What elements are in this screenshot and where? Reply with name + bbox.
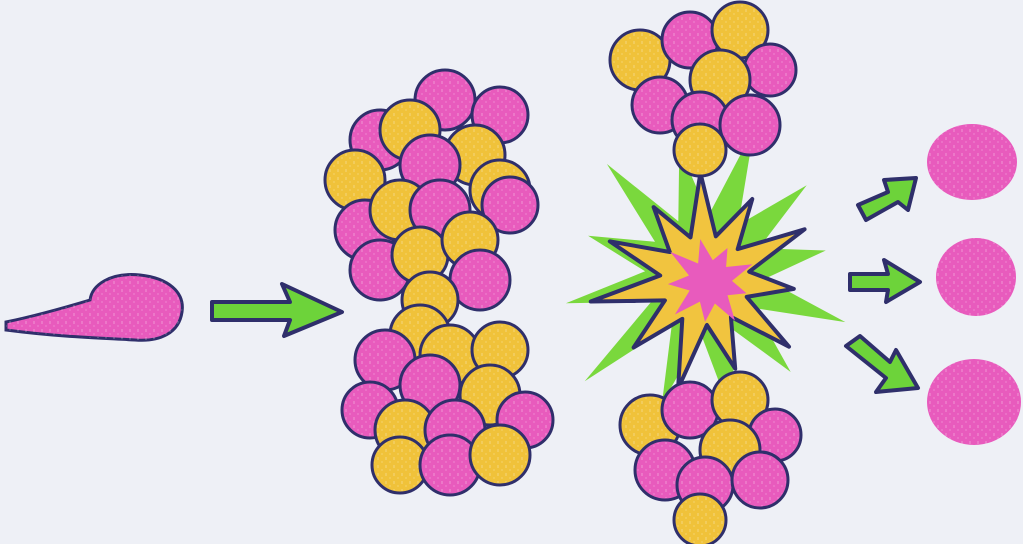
right-arrow-icon [848, 258, 922, 304]
heavy-nucleus [323, 68, 555, 497]
incoming-neutron [4, 273, 184, 342]
fission-fragment-top [608, 0, 798, 178]
right-arrow-icon [856, 176, 918, 222]
fission-fragment-bottom [618, 370, 803, 544]
released-neutrons [927, 124, 1021, 445]
burst-core [667, 239, 753, 322]
explosion-icon [565, 128, 846, 427]
right-arrow-icon [210, 282, 344, 338]
right-arrow-icon [844, 334, 920, 394]
